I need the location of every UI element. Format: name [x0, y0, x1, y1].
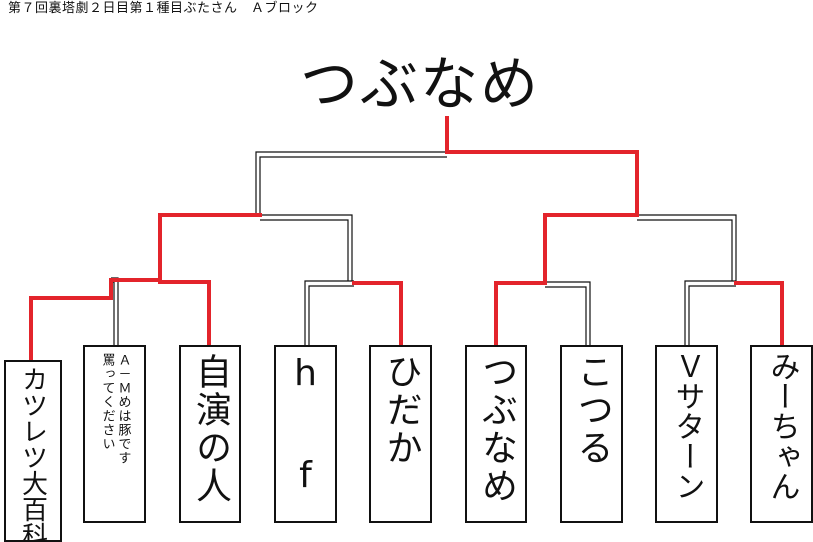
entry-name: こつる	[571, 353, 613, 467]
entry-box-hidaka: ひだか	[369, 345, 432, 523]
entry-name: ひだか	[380, 353, 422, 467]
entry-name: h f	[285, 353, 326, 506]
loser-lines	[111, 151, 737, 345]
entry-name: Ｖサターン	[669, 351, 705, 501]
entry-name-group: Ａ－Ｍめは豚です 罵ってください	[99, 347, 131, 521]
entry-name-line-1: Ａ－Ｍめは豚です	[115, 353, 131, 465]
entry-box-v-saturn: Ｖサターン	[655, 345, 718, 523]
entry-box-katsuretsu: カツレツ大百科	[4, 360, 62, 542]
entry-name: つぶなめ	[476, 353, 517, 505]
entry-box-aim: Ａ－Ｍめは豚です 罵ってください	[83, 345, 146, 523]
entry-box-kotsuru: こつる	[560, 345, 623, 523]
entry-box-hf: h f	[274, 345, 337, 523]
entry-name-line-2: 罵ってください	[99, 353, 115, 451]
entry-box-jien: 自演の人	[179, 345, 241, 523]
entry-name: みーちゃん	[764, 351, 800, 501]
entry-box-mii-chan: みーちゃん	[750, 345, 813, 523]
champion-name: つぶなめ	[300, 50, 541, 118]
bracket-title: 第７回裏塔劇２日目第１種目ぶたさん Ａブロック	[8, 1, 319, 16]
entry-name: 自演の人	[190, 353, 231, 505]
entry-name: カツレツ大百科	[17, 366, 48, 542]
entry-box-tsubuname: つぶなめ	[465, 345, 527, 523]
winner-lines	[29, 116, 784, 362]
